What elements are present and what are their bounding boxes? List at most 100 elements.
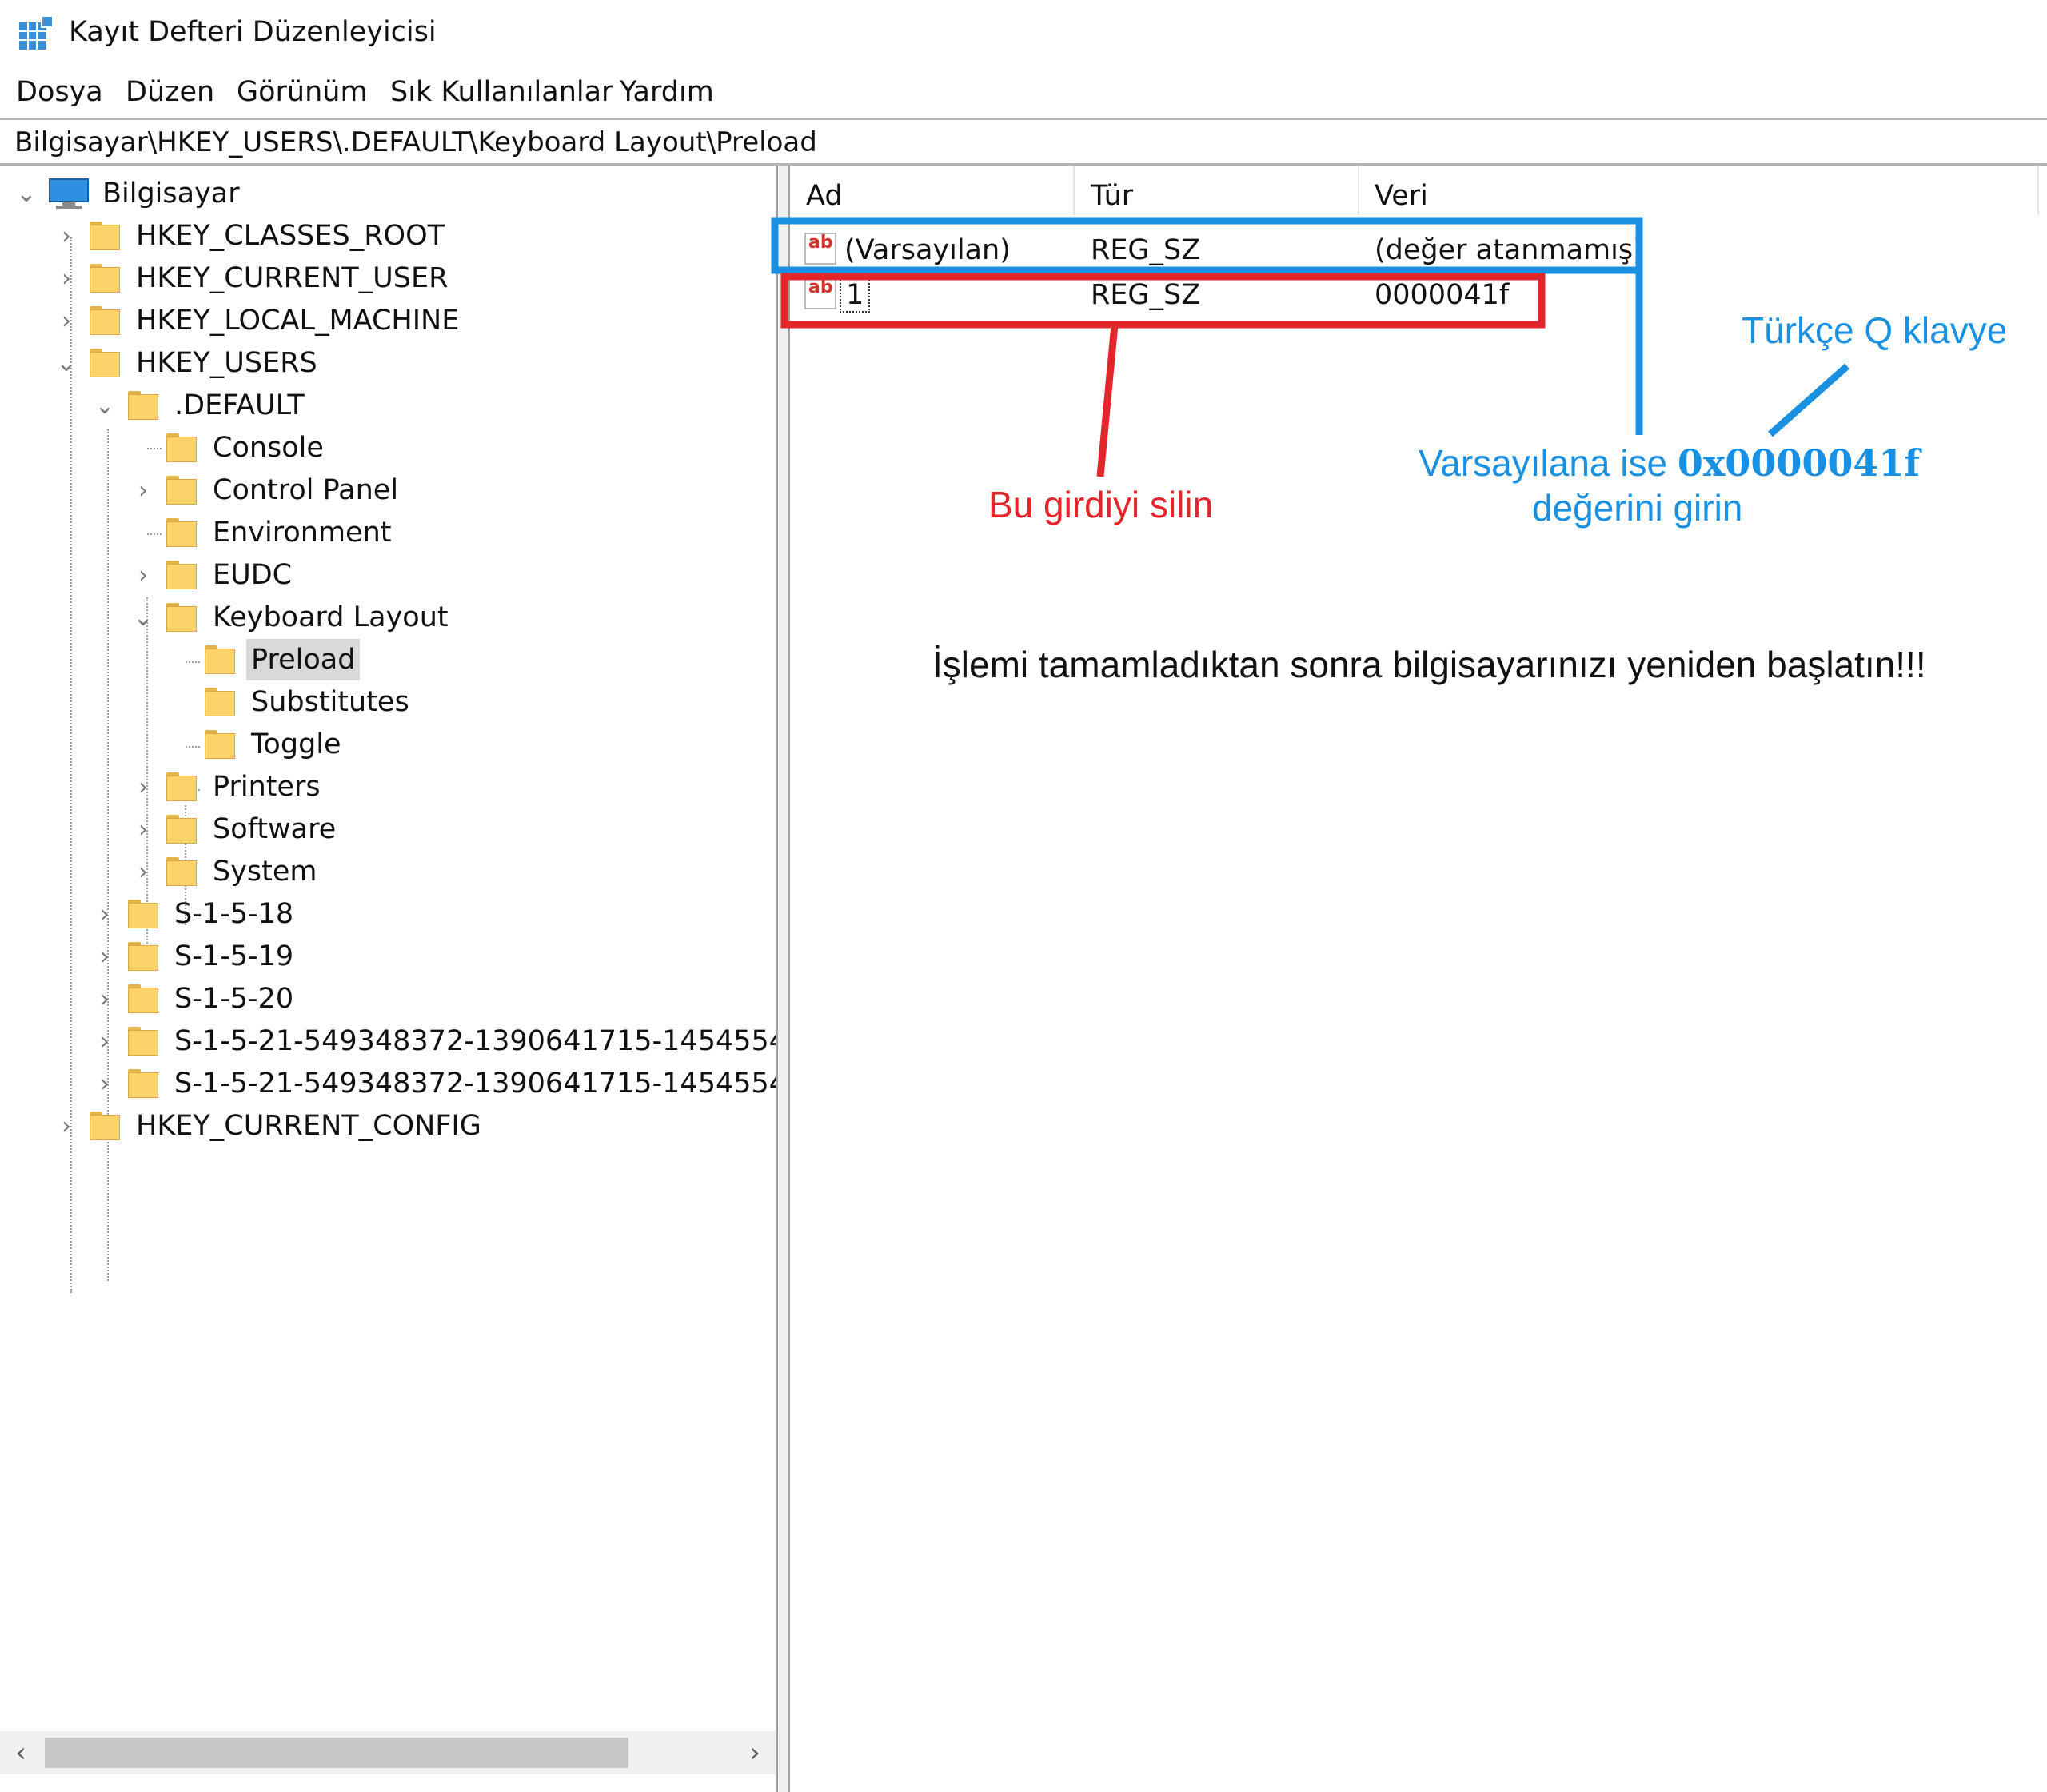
tree-item-software[interactable]: › Software xyxy=(133,808,341,850)
tree-item-hkcr[interactable]: › HKEY_CLASSES_ROOT xyxy=(56,215,449,257)
chevron-down-icon[interactable]: ⌄ xyxy=(133,603,154,632)
default-value-annotation: Varsayılana ise 0x0000041f xyxy=(1419,441,1920,485)
values-pane[interactable]: Ad Tür Veri ab (Varsayılan) REG_SZ (değe… xyxy=(788,166,2047,1792)
chevron-right-icon[interactable]: › xyxy=(138,815,148,844)
tree-item-control-panel[interactable]: › Control Panel xyxy=(133,469,403,511)
tree-item-system[interactable]: › System xyxy=(133,851,322,892)
folder-icon xyxy=(166,815,197,844)
chevron-right-icon[interactable]: › xyxy=(100,1027,110,1056)
chevron-right-icon[interactable]: › xyxy=(62,264,71,293)
tree-label: .DEFAULT xyxy=(174,389,305,421)
value-data: 0000041f xyxy=(1375,279,1510,311)
horizontal-scrollbar[interactable]: ‹ › xyxy=(0,1731,776,1774)
tree-label: Preload xyxy=(246,639,361,680)
delete-row-highlight xyxy=(780,273,1546,329)
tree-item-console[interactable]: Console xyxy=(133,427,329,469)
chevron-right-icon[interactable]: › xyxy=(100,1069,110,1098)
tree-guide xyxy=(146,597,148,965)
chevron-right-icon[interactable]: › xyxy=(138,857,148,886)
tree-item-hkcc[interactable]: › HKEY_CURRENT_CONFIG xyxy=(56,1105,486,1147)
tree-label: S-1-5-20 xyxy=(174,983,294,1015)
chevron-right-icon[interactable]: › xyxy=(138,561,148,589)
tree-item-printers[interactable]: › Printers xyxy=(133,766,325,808)
tree-item-environment[interactable]: Environment xyxy=(133,512,396,553)
tree-label: Console xyxy=(213,432,324,464)
chevron-right-icon[interactable]: › xyxy=(62,306,71,335)
delete-annotation: Bu girdiyi silin xyxy=(988,484,1214,525)
tree-label: Control Panel xyxy=(213,474,399,506)
tree-item-s-1-5-18[interactable]: › S-1-5-18 xyxy=(94,893,298,935)
tree-item-default[interactable]: ⌄ .DEFAULT xyxy=(94,385,309,426)
table-row[interactable]: ab 1 REG_SZ 0000041f xyxy=(790,274,1989,319)
chevron-right-icon[interactable]: › xyxy=(100,984,110,1013)
chevron-right-icon[interactable]: › xyxy=(138,476,148,505)
tree-label: Toggle xyxy=(251,728,341,760)
chevron-down-icon[interactable]: ⌄ xyxy=(56,349,77,377)
computer-icon xyxy=(49,178,89,209)
menu-edit[interactable]: Düzen xyxy=(126,76,215,108)
folder-icon xyxy=(128,900,158,928)
address-bar[interactable]: Bilgisayar\HKEY_USERS\.DEFAULT\Keyboard … xyxy=(0,118,2047,166)
tree-label: S-1-5-19 xyxy=(174,940,294,972)
tree-item-preload[interactable]: Preload xyxy=(171,639,361,680)
folder-icon xyxy=(90,306,120,335)
menu-favorites[interactable]: Sık Kullanılanlar xyxy=(390,76,613,108)
scroll-left-icon[interactable]: ‹ xyxy=(15,1737,26,1769)
menu-help[interactable]: Yardım xyxy=(620,76,714,108)
tree-item-s-1-5-21-a[interactable]: › S-1-5-21-549348372-1390641715-14545548… xyxy=(94,1020,776,1062)
window-title: Kayıt Defteri Düzenleyicisi xyxy=(69,16,437,48)
column-header-name[interactable]: Ad xyxy=(806,180,843,212)
value-name: (Varsayılan) xyxy=(844,234,1011,266)
restart-annotation: İşlemi tamamladıktan sonra bilgisayarını… xyxy=(932,644,1926,685)
tree-item-s-1-5-19[interactable]: › S-1-5-19 xyxy=(94,936,298,977)
folder-icon xyxy=(90,222,120,250)
tree-item-hklm[interactable]: › HKEY_LOCAL_MACHINE xyxy=(56,300,464,341)
chevron-right-icon[interactable]: › xyxy=(138,772,148,801)
tree-item-toggle[interactable]: Toggle xyxy=(171,724,346,765)
tree-item-computer[interactable]: ⌄ Bilgisayar xyxy=(16,173,245,214)
column-header-data[interactable]: Veri xyxy=(1375,180,1428,212)
folder-icon xyxy=(166,772,197,801)
tree-item-substitutes[interactable]: Substitutes xyxy=(171,681,414,723)
address-path[interactable]: Bilgisayar\HKEY_USERS\.DEFAULT\Keyboard … xyxy=(14,126,817,158)
tree-label: Bilgisayar xyxy=(102,178,240,210)
chevron-down-icon[interactable]: ⌄ xyxy=(94,391,115,420)
column-separator[interactable] xyxy=(1073,166,1075,215)
key-tree-pane[interactable]: ⌄ Bilgisayar › HKEY_CLASSES_ROOT › HKEY_… xyxy=(0,166,778,1792)
tree-label: Keyboard Layout xyxy=(213,601,449,633)
chevron-right-icon[interactable]: › xyxy=(62,222,71,250)
chevron-right-icon[interactable]: › xyxy=(100,900,110,928)
menu-view[interactable]: Görünüm xyxy=(237,76,368,108)
tree-item-hku[interactable]: ⌄ HKEY_USERS xyxy=(56,342,322,384)
tree-guide xyxy=(70,237,72,1293)
chevron-right-icon[interactable]: › xyxy=(62,1112,71,1140)
tree-label: HKEY_CLASSES_ROOT xyxy=(136,220,445,252)
tree-item-s-1-5-21-b[interactable]: › S-1-5-21-549348372-1390641715-14545548… xyxy=(94,1063,778,1104)
folder-icon xyxy=(128,1069,158,1098)
default-annotation-line2: değerini girin xyxy=(1532,487,1743,529)
scroll-right-icon[interactable]: › xyxy=(749,1737,760,1769)
column-separator[interactable] xyxy=(1358,166,1359,215)
column-header-type[interactable]: Tür xyxy=(1091,180,1134,212)
chevron-down-icon[interactable]: ⌄ xyxy=(16,179,37,208)
tree-item-eudc[interactable]: › EUDC xyxy=(133,554,297,596)
value-data: (değer atanmamış) xyxy=(1375,234,1644,266)
tree-item-s-1-5-20[interactable]: › S-1-5-20 xyxy=(94,978,298,1020)
value-type: REG_SZ xyxy=(1091,234,1201,266)
tree-item-hkcu[interactable]: › HKEY_CURRENT_USER xyxy=(56,257,453,299)
tree-label: S-1-5-18 xyxy=(174,898,294,930)
scrollbar-thumb[interactable] xyxy=(45,1738,628,1768)
folder-icon xyxy=(166,561,197,589)
chevron-right-icon[interactable]: › xyxy=(100,942,110,971)
tree-label: S-1-5-21-549348372-1390641715-1454554814… xyxy=(174,1068,778,1100)
menu-file[interactable]: Dosya xyxy=(16,76,103,108)
delete-row-pointer xyxy=(1096,324,1119,477)
tree-label: HKEY_CURRENT_USER xyxy=(136,262,449,294)
folder-icon xyxy=(90,349,120,377)
layout-annotation: Türkçe Q klavye xyxy=(1742,309,2008,351)
pane-splitter[interactable] xyxy=(778,166,788,1792)
tree-item-keyboard-layout[interactable]: ⌄ Keyboard Layout xyxy=(133,597,453,638)
column-separator[interactable] xyxy=(2037,166,2039,215)
table-row[interactable]: ab (Varsayılan) REG_SZ (değer atanmamış) xyxy=(790,229,1989,274)
